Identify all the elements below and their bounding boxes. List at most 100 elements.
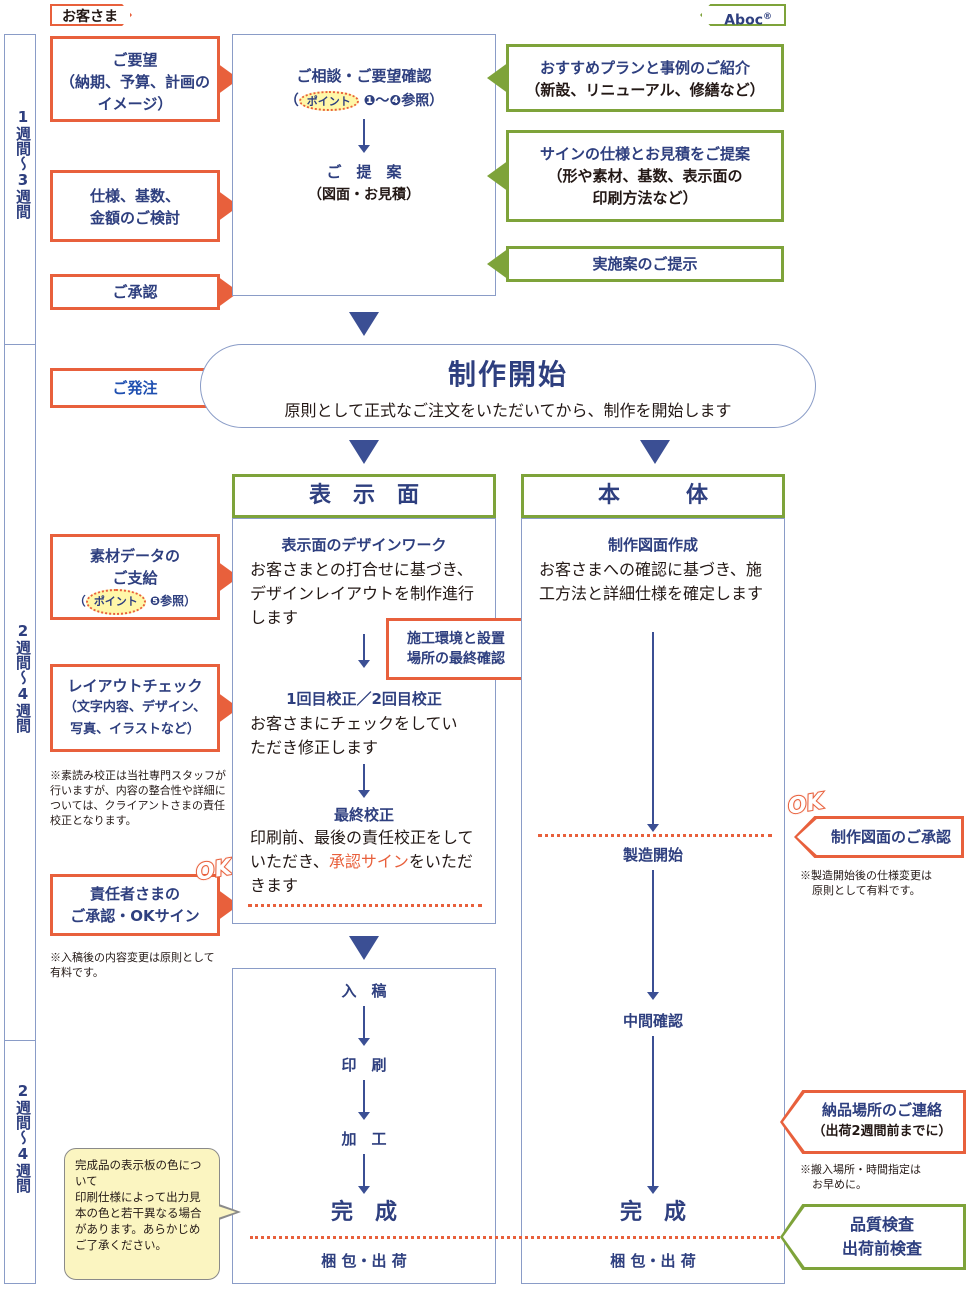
final-sign: 承認サイン [328, 852, 409, 871]
step-order: ご発注 [50, 368, 239, 408]
period-column [4, 34, 36, 1284]
step-approval-label: ご承認 [112, 283, 158, 301]
period-3: 2週間〜4週間 [14, 1082, 32, 1193]
body-line-2-head [647, 992, 659, 1000]
display-header: 表 示 面 [232, 474, 496, 518]
step-plans: おすすめプランと事例のご紹介 （新設、リニューアル、修繕など） [487, 44, 784, 112]
point-badge-2: ポイント [85, 589, 146, 615]
step-request-line1: ご要望 [112, 51, 158, 69]
step-proposal: 実施案のご提示 [487, 246, 784, 282]
flow-complete: 完 成 [330, 1200, 397, 1225]
step-sign-line2: ご承認・OKサイン [70, 907, 200, 925]
step-layout: レイアウトチェック （文字内容、デザイン、 写真、イラストなど） [50, 664, 239, 752]
step-review-line2: 金額のご検討 [89, 209, 180, 227]
period-1: 1週間〜3週間 [14, 108, 32, 219]
start-title: 制作開始 [447, 358, 568, 391]
step-inspect-line2: 出荷前検査 [841, 1239, 922, 1258]
sign-dotted-line [248, 904, 482, 907]
step-inspect-inner: 品質検査 出荷前検査 [783, 1207, 963, 1267]
body-line-1 [652, 632, 654, 826]
display-panel [232, 518, 496, 924]
step-spec: サインの仕様とお見積をご提案 （形や素材、基数、表示面の 印刷方法など） [487, 130, 784, 222]
step-inspect-line1: 品質検査 [849, 1215, 914, 1234]
env-line1: 施工環境と設置 [407, 631, 505, 647]
step-inspect: 品質検査 出荷前検査 [780, 1204, 966, 1270]
flow-arrow-3 [363, 1154, 365, 1188]
body-line-3-head [647, 1186, 659, 1194]
final-text-part1: 印刷前、最後の責任校正をしていただき、 [250, 828, 474, 871]
final-title: 最終校正 [333, 806, 394, 824]
step-material-ref-text: ❺参照 [150, 594, 185, 608]
step-request-line2: （納期、予算、計画の [59, 73, 210, 91]
flow-manufacture: 製造開始 [622, 846, 683, 864]
down-arrow-2 [349, 440, 379, 464]
step-plans-line1: おすすめプランと事例のご紹介 [539, 59, 750, 77]
step-layout-sub1: （文字内容、デザイン、 [63, 700, 207, 715]
final-text: 印刷前、最後の責任校正をしていただき、承認サインをいただきます [250, 826, 486, 898]
design-arrow-head [358, 660, 370, 668]
step-sign-line1: 責任者さまの [89, 885, 180, 903]
consult-ref: （ポイント ❶〜❹参照） [284, 91, 444, 111]
body-header: 本 体 [521, 474, 785, 518]
consult-title: ご相談・ご要望確認 [296, 67, 432, 85]
flow-input: 入 稿 [341, 982, 387, 1000]
down-arrow-4 [349, 936, 379, 960]
flow-arrow-2-head [358, 1112, 370, 1120]
down-arrow-3 [640, 440, 670, 464]
ok-badge-right: OK [785, 788, 827, 821]
body-header-label: 本 体 [597, 483, 708, 508]
step-proposal-label: 実施案のご提示 [592, 255, 698, 273]
step-request-line3: イメージ） [97, 95, 173, 113]
ship-dotted-line [250, 1236, 780, 1239]
callout-text: 完成品の表示板の色について 印刷仕様によって出力見本の色と若干異なる場合がありま… [75, 1158, 202, 1252]
down-arrow-1 [349, 312, 379, 336]
env-check: 施工環境と設置 場所の最終確認 [386, 618, 545, 680]
consult-proposal: ご 提 案 [326, 163, 402, 181]
flow-midcheck: 中間確認 [622, 1012, 683, 1030]
step-plans-line2: （新設、リニューアル、修繕など） [525, 81, 765, 99]
company-tag-label: Aboc [724, 12, 763, 29]
step-layout-title: レイアウトチェック [67, 677, 203, 695]
layout-note: ※素読み校正は当社専門スタッフが行いますが、内容の整合性や詳細については、クライ… [50, 769, 226, 827]
start-box: 制作開始 原則として正式なご注文をいただいてから、制作を開始します [200, 344, 816, 428]
proof-arrow [363, 764, 365, 792]
consult-proposal-sub: （図面・お見積） [308, 187, 420, 203]
proof-title: 1回目校正／2回目校正 [286, 690, 442, 708]
flow-ship: 梱 包・出 荷 [321, 1252, 407, 1270]
period-divider-2 [4, 1040, 36, 1041]
body-line-2 [652, 870, 654, 994]
step-sign: 責任者さまの ご承認・OKサイン [50, 874, 239, 936]
design-title: 表示面のデザインワーク [281, 536, 447, 554]
customer-tag: お客さま [50, 4, 132, 26]
body-complete: 完 成 [619, 1200, 686, 1225]
step-spec-line1: サインの仕様とお見積をご提案 [539, 145, 750, 163]
consult-ref-text: ❶〜❹参照 [363, 93, 430, 109]
step-delivery-inner: 納品場所のご連絡 （出荷2週間前までに） [783, 1093, 963, 1151]
delivery-note-line1: ※搬入場所・時間指定は [800, 1163, 921, 1176]
step-layout-sub2: 写真、イラストなど） [70, 722, 200, 737]
consult-panel: ご相談・ご要望確認 （ポイント ❶〜❹参照） ご 提 案 （図面・お見積） [232, 34, 496, 296]
step-order-label: ご発注 [112, 379, 158, 397]
body-line-1-head [647, 824, 659, 832]
step-drawing-inner: 制作図面のご承認 [797, 819, 961, 855]
delivery-note-line2: お早めに。 [812, 1178, 867, 1191]
proof-arrow-head [358, 790, 370, 798]
period-2: 2週間〜4週間 [14, 622, 32, 733]
color-callout: 完成品の表示板の色について 印刷仕様によって出力見本の色と若干異なる場合がありま… [64, 1148, 220, 1280]
step-delivery-line1: 納品場所のご連絡 [821, 1101, 942, 1119]
design-text: お客さまとの打合せに基づき、デザインレイアウトを制作進行します [250, 560, 475, 627]
step-approval: ご承認 [50, 274, 239, 310]
drawing-note-line1: ※製造開始後の仕様変更は [800, 869, 932, 882]
start-desc: 原則として正式なご注文をいただいてから、制作を開始します [284, 401, 732, 420]
design-arrow [363, 634, 365, 662]
display-header-label: 表 示 面 [308, 483, 419, 508]
callout-tail-fill [218, 1206, 236, 1218]
flow-print: 印 刷 [341, 1056, 387, 1074]
period-divider-1 [4, 344, 36, 345]
flow-arrow-3-head [358, 1186, 370, 1194]
body-line-3 [652, 1036, 654, 1188]
make-title: 制作図面作成 [607, 536, 698, 554]
step-material: 素材データの ご支給 （ポイント ❺参照） [50, 534, 239, 620]
make-text: お客さまへの確認に基づき、施工方法と詳細仕様を確定します [539, 560, 764, 603]
step-drawing-label: 制作図面のご承認 [830, 828, 951, 846]
